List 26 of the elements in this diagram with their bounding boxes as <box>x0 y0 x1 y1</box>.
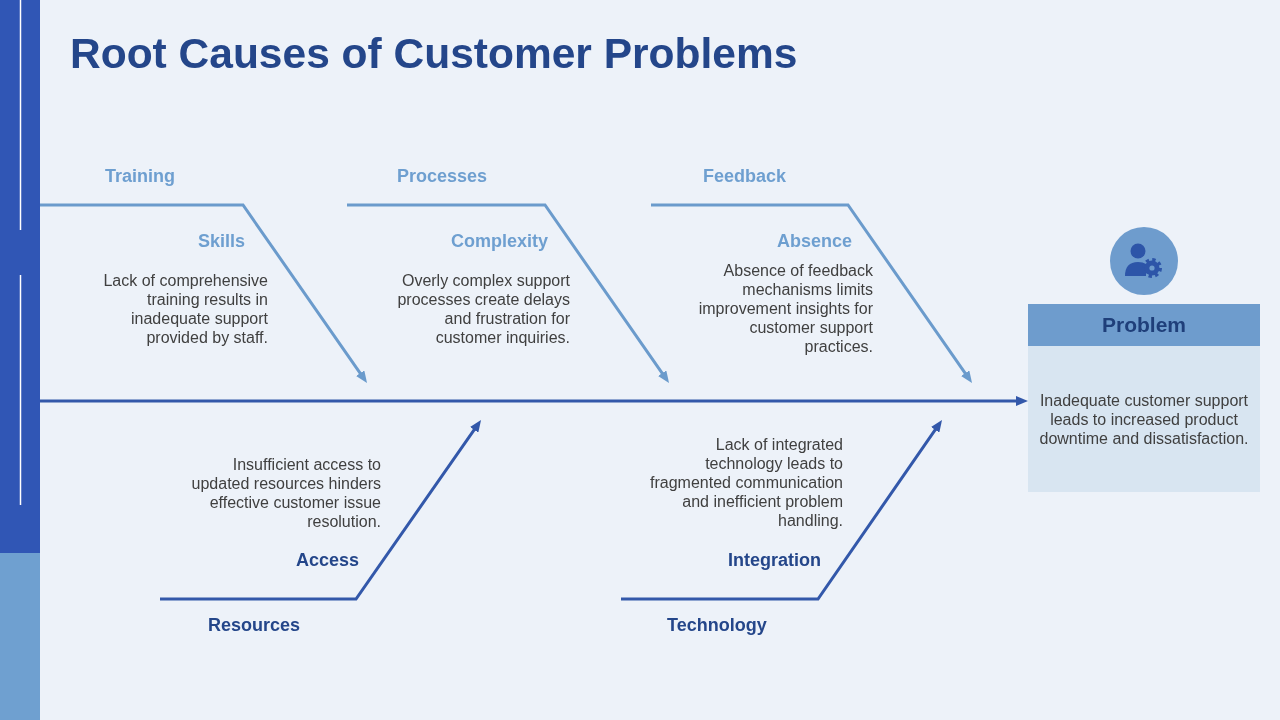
problem-description: Inadequate customer support leads to increased product downtime and dissatisfaction. <box>1038 390 1250 448</box>
side-bar <box>0 0 40 720</box>
cause-description: Insufficient access to updated resources hinders effective customer issue resolution. <box>190 455 381 531</box>
cause-description: Lack of comprehensive training results in inadequate support provided by staff. <box>102 271 268 347</box>
card-header: Problem <box>1028 304 1260 346</box>
cause-description: Lack of integrated technology leads to fragmented communication and inefficient problem handling. <box>649 435 843 530</box>
category-label: Training <box>105 165 175 187</box>
category-label: Processes <box>397 165 488 187</box>
arrow <box>347 203 670 383</box>
category-label: Technology <box>667 614 767 636</box>
cause-heading: Access <box>294 549 359 571</box>
cause-heading: Complexity <box>449 230 548 252</box>
arrow <box>621 419 942 601</box>
arrow <box>160 420 482 601</box>
cause-heading: Integration <box>727 549 821 571</box>
cause-heading: Skills <box>196 230 245 252</box>
arrow <box>651 203 973 383</box>
cause-description: Absence of feedback mechanisms limits improvement insights for customer support practices. <box>697 261 873 356</box>
cause-heading: Absence <box>775 230 852 252</box>
cause-description: Overly complex support processes create delays and frustration for customer inquiries. <box>396 271 570 347</box>
page-title: Root Causes of Customer Problems <box>70 29 798 79</box>
arrow <box>40 396 1028 406</box>
category-label: Feedback <box>703 165 787 187</box>
arrow <box>40 203 368 383</box>
problem-card <box>1028 304 1260 492</box>
category-label: Resources <box>208 614 301 636</box>
